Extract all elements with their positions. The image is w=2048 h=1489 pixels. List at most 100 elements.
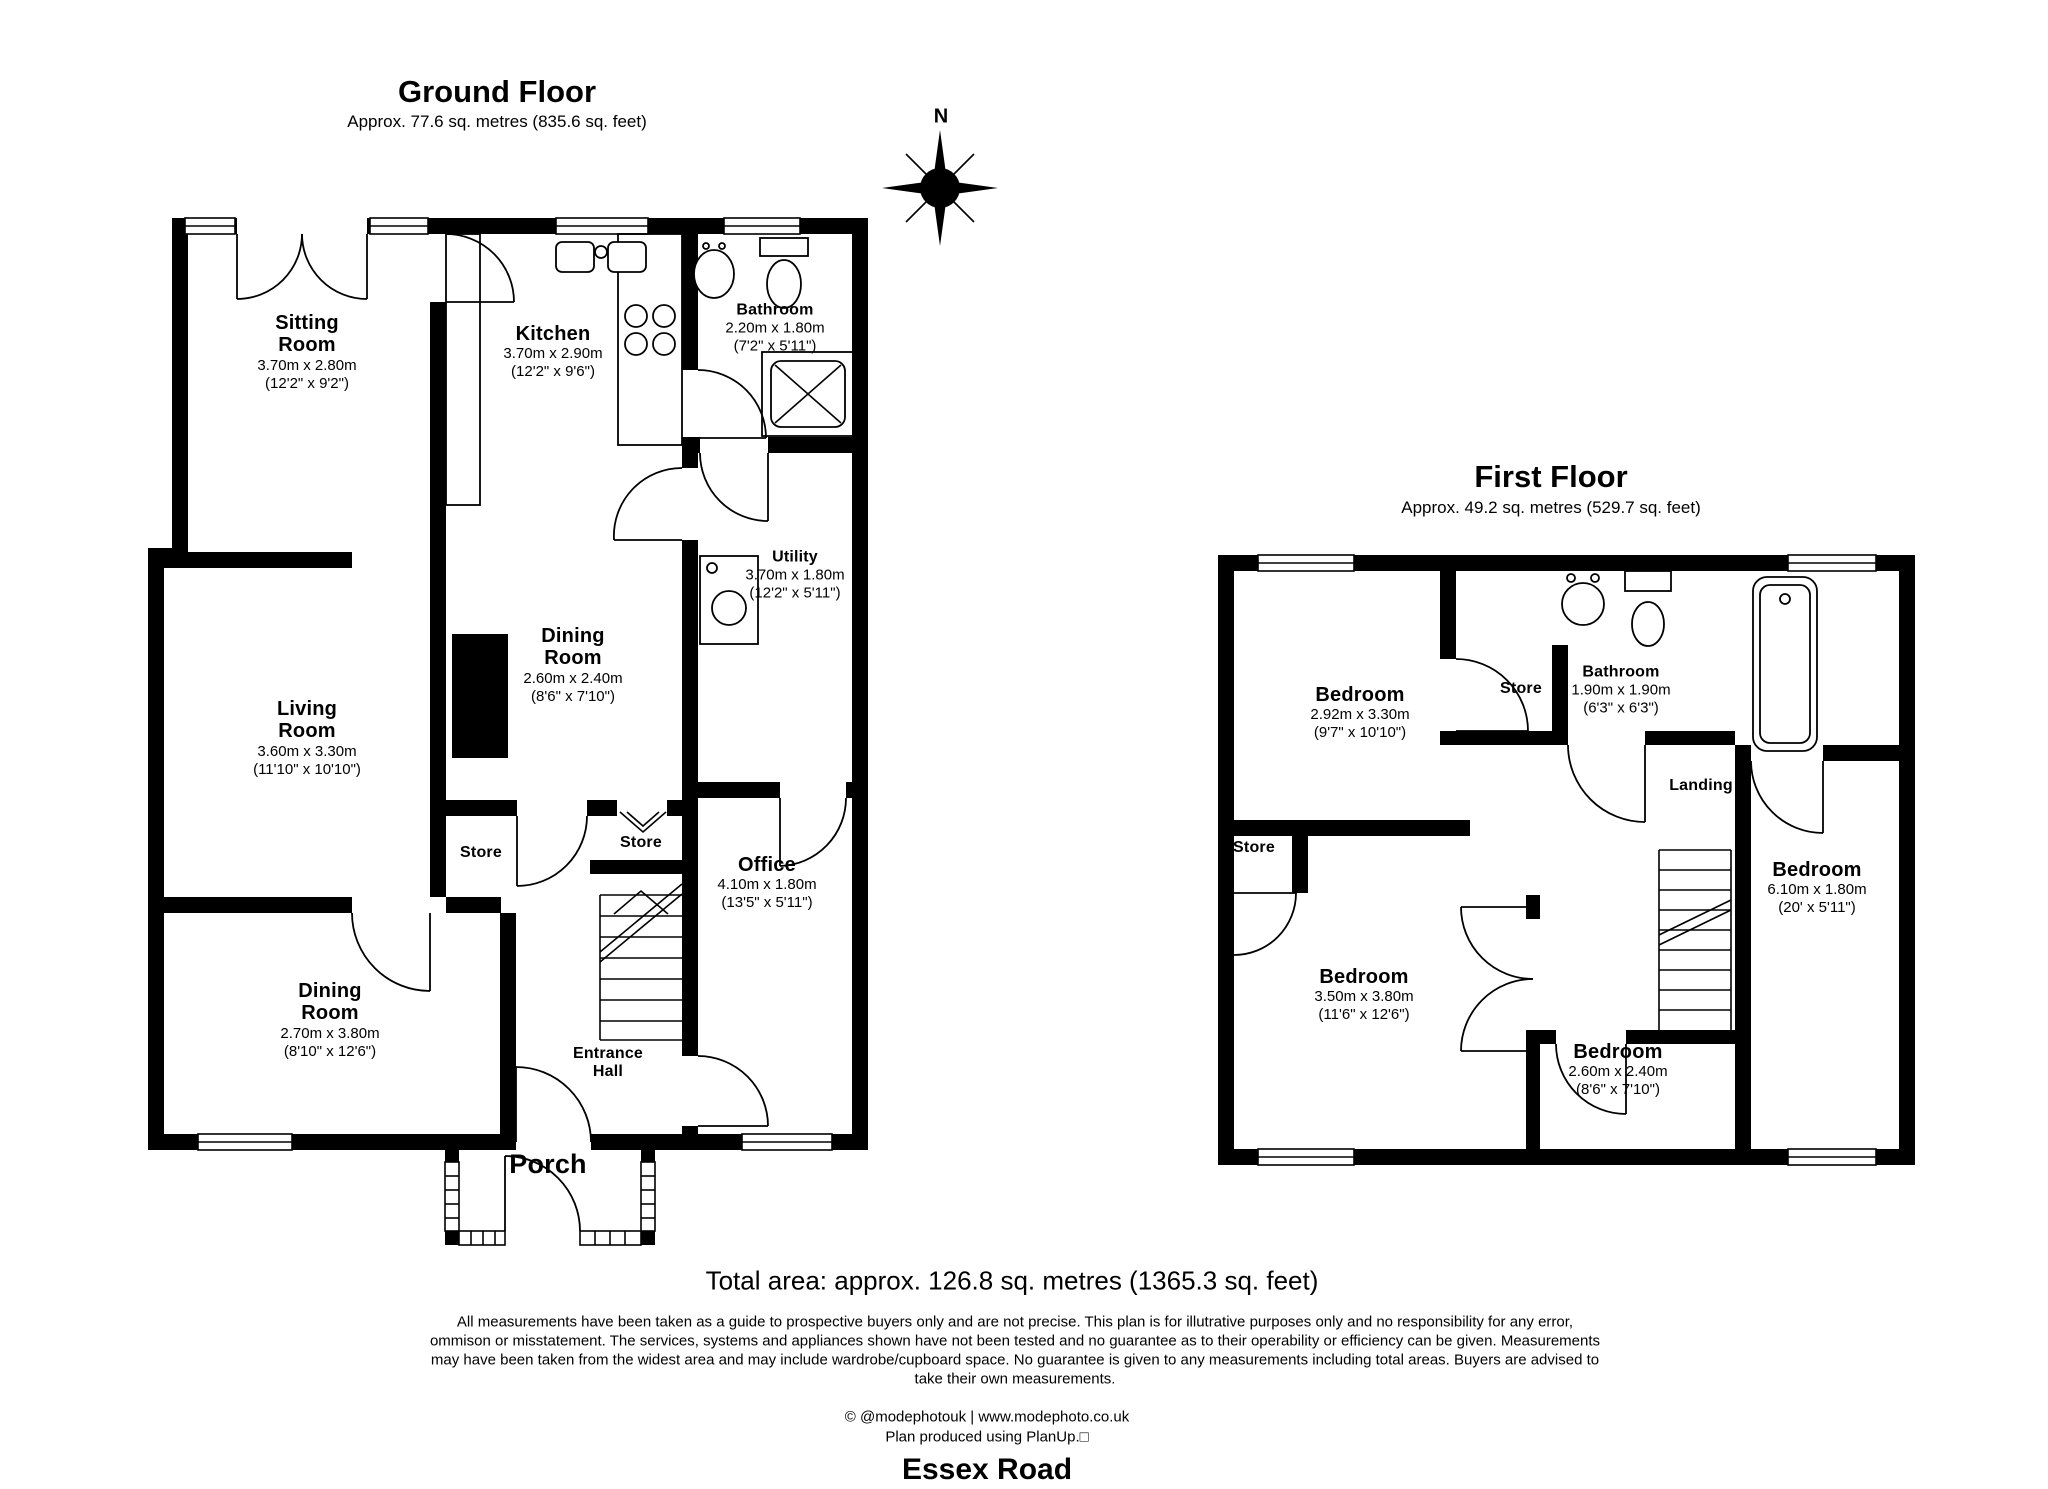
utility-fixtures <box>699 555 759 645</box>
hob-icon <box>652 304 676 328</box>
kitchen-fixtures <box>445 233 683 506</box>
basin-icon <box>693 249 735 299</box>
disclaimer-line: take their own measurements. <box>914 1370 1116 1388</box>
toilet-cistern-icon <box>759 237 809 257</box>
room-label-entrance-hall: Entrance Hall <box>573 1045 643 1081</box>
room-label-porch: Porch <box>509 1149 587 1179</box>
room-dims-imperial: (13'5" x 5'11") <box>721 894 813 912</box>
room-label-dining-room-front: Dining Room 2.70m x 3.80m (8'10" x 12'6"… <box>280 980 379 1060</box>
room-dims-imperial: (9'7" x 10'10") <box>1313 724 1407 742</box>
room-name: Store <box>620 834 662 852</box>
room-name: Entrance Hall <box>572 1045 644 1080</box>
room-dims-metric: 2.60m x 2.40m <box>523 669 623 687</box>
toilet-bowl-icon <box>1631 601 1665 647</box>
room-label-office: Office 4.10m x 1.80m (13'5" x 5'11") <box>717 854 816 912</box>
sink-icon <box>555 241 595 273</box>
total-area-text: Total area: approx. 126.8 sq. metres (13… <box>705 1265 1319 1296</box>
room-label-store-1: Store <box>460 844 502 862</box>
door-arcs-first <box>1233 658 1824 1115</box>
room-label-sitting-room: Sitting Room 3.70m x 2.80m (12'2" x 9'2"… <box>257 312 356 392</box>
ground-floor-plan <box>148 217 868 1246</box>
room-name: Kitchen <box>515 323 591 346</box>
room-name: Utility <box>772 548 818 566</box>
first-floor-subtitle: Approx. 49.2 sq. metres (529.7 sq. feet) <box>1401 498 1701 517</box>
room-label-bathroom-first: Bathroom 1.90m x 1.90m (6'3" x 6'3") <box>1571 663 1670 717</box>
room-dims-imperial: (6'3" x 6'3") <box>1583 698 1659 716</box>
room-label-dining-room-middle: Dining Room 2.60m x 2.40m (8'6" x 7'10") <box>523 625 622 705</box>
produced-with-text: Plan produced using PlanUp.□ <box>885 1428 1089 1446</box>
ground-floor-subtitle: Approx. 77.6 sq. metres (835.6 sq. feet) <box>347 112 647 131</box>
first-floor-bathroom-fixtures <box>1561 570 1818 752</box>
room-dims-metric: 2.70m x 3.80m <box>280 1024 380 1042</box>
room-dims-imperial: (11'10" x 10'10") <box>253 760 361 778</box>
room-name: Bathroom <box>736 301 814 319</box>
room-label-store-left: Store <box>1233 839 1275 857</box>
room-dims-metric: 2.92m x 3.30m <box>1310 706 1410 724</box>
room-label-store-2: Store <box>620 834 662 852</box>
room-name: Sitting Room <box>275 311 339 357</box>
room-name: Bedroom <box>1772 859 1862 882</box>
room-name: Porch <box>509 1148 587 1179</box>
room-dims-metric: 3.60m x 3.30m <box>257 742 357 760</box>
window <box>184 217 833 1151</box>
room-label-utility: Utility 3.70m x 1.80m (12'2" x 5'11") <box>745 548 844 602</box>
compass-rose <box>882 130 998 246</box>
room-dims-metric: 3.70m x 2.90m <box>503 345 603 363</box>
stairs-first <box>1658 849 1732 1030</box>
room-dims-imperial: (8'10" x 12'6") <box>283 1042 377 1060</box>
room-label-bedroom-3: Bedroom 3.50m x 3.80m (11'6" x 12'6") <box>1314 966 1413 1024</box>
first-floor-plan <box>1218 554 1915 1166</box>
ground-floor-title: Ground Floor <box>397 74 597 109</box>
bathroom-fixtures <box>693 237 855 437</box>
room-label-bedroom-1: Bedroom 2.92m x 3.30m (9'7" x 10'10") <box>1310 684 1409 742</box>
kitchen-counter <box>617 233 683 446</box>
window <box>1257 554 1877 1166</box>
shower-icon <box>761 351 855 437</box>
room-label-bedroom-4: Bedroom 2.60m x 2.40m (8'6" x 7'10") <box>1568 1041 1667 1099</box>
room-label-bathroom-ground: Bathroom 2.20m x 1.80m (7'2" x 5'11") <box>725 301 824 355</box>
room-dims-imperial: (11'6" x 12'6") <box>1318 1006 1410 1024</box>
room-name: Bedroom <box>1319 966 1409 989</box>
sink-icon <box>607 241 647 273</box>
hob-icon <box>624 304 648 328</box>
room-name: Dining Room <box>541 624 605 670</box>
room-name: Landing <box>1669 777 1733 795</box>
room-name: Living Room <box>276 697 338 743</box>
disclaimer-line: may have been taken from the widest area… <box>430 1351 1600 1369</box>
room-dims-imperial: (8'6" x 7'10") <box>531 687 615 705</box>
basin-icon <box>1561 582 1605 626</box>
disclaimer-line: All measurements have been taken as a gu… <box>456 1313 1574 1331</box>
room-dims-metric: 3.50m x 3.80m <box>1314 988 1414 1006</box>
room-dims-imperial: (7'2" x 5'11") <box>733 336 817 354</box>
room-dims-imperial: (12'2" x 9'6") <box>511 363 595 381</box>
address-title: Essex Road <box>901 1453 1073 1486</box>
compass-north-label: N <box>933 105 949 128</box>
room-dims-metric: 1.90m x 1.90m <box>1571 681 1671 699</box>
room-name: Store <box>1233 839 1275 857</box>
room-dims-metric: 2.60m x 2.40m <box>1568 1063 1668 1081</box>
room-name: Store <box>460 844 502 862</box>
room-label-landing: Landing <box>1669 777 1733 795</box>
room-name: Bathroom <box>1582 663 1660 681</box>
room-name: Bedroom <box>1573 1041 1663 1064</box>
room-dims-imperial: (12'2" x 9'2") <box>265 374 349 392</box>
hob-icon <box>652 332 676 356</box>
room-dims-imperial: (8'6" x 7'10") <box>1576 1081 1660 1099</box>
door-arcs-ground <box>236 233 847 1232</box>
disclaimer-line: ommison or misstatement. The services, s… <box>429 1332 1601 1350</box>
room-name: Bedroom <box>1315 684 1405 707</box>
tap-icon <box>1779 593 1791 605</box>
room-dims-imperial: (12'2" x 5'11") <box>749 583 841 601</box>
room-name: Store <box>1500 680 1542 698</box>
room-label-living-room: Living Room 3.60m x 3.30m (11'10" x 10'1… <box>253 698 361 778</box>
room-dims-metric: 4.10m x 1.80m <box>717 876 817 894</box>
toilet-cistern-icon <box>1624 570 1672 592</box>
room-name: Office <box>738 854 796 877</box>
room-label-kitchen: Kitchen 3.70m x 2.90m (12'2" x 9'6") <box>503 323 602 381</box>
toilet-bowl-icon <box>766 259 802 309</box>
chimney-breast <box>452 634 508 758</box>
bath-icon <box>1752 576 1818 752</box>
hanging-rail-icon <box>619 811 667 834</box>
